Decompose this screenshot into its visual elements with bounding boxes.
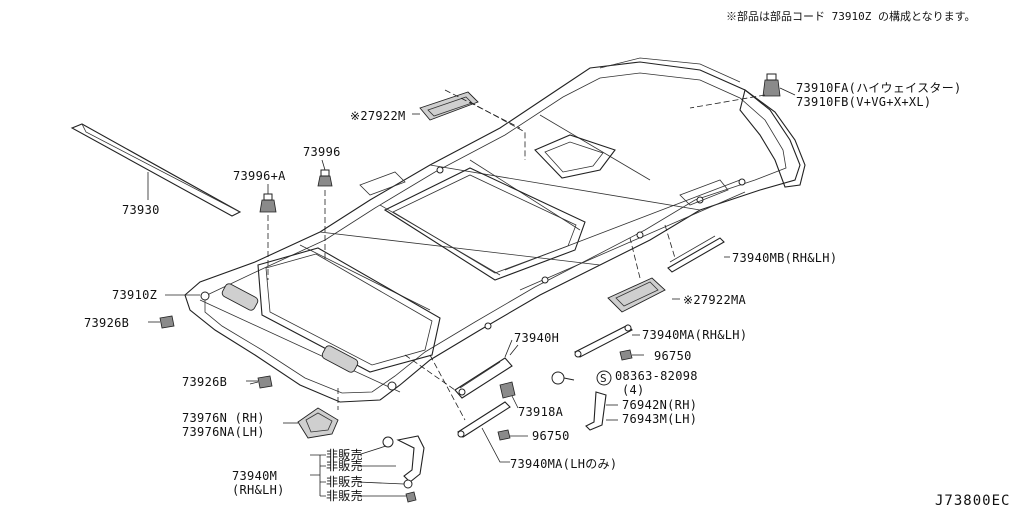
label-73926B-upper: 73926B [84,316,129,330]
label-73996: 73996 [303,145,341,159]
label-08363-qty: (4) [622,383,645,397]
label-not-sold-3: 非販売 [326,474,363,489]
part-27922M-lamp [412,89,526,160]
part-73918A-clip [499,381,519,409]
label-73918A: 73918A [518,405,564,419]
part-73940M-assembly [310,435,425,503]
svg-text:S: S [600,372,607,385]
label-73926B-lower: 73926B [182,375,227,389]
label-73940M-side: (RH&LH) [232,483,285,497]
part-73940H-bracket [404,339,513,421]
roof-headlining [184,57,806,403]
part-73940MA-handle [574,324,640,358]
part-27922MA-lamp [607,237,666,313]
label-08363: 08363-82098 [615,369,698,383]
label-73930: 73930 [122,203,160,217]
header-note: ※部品は部品コード 73910Z の構成となります。 [726,9,976,23]
label-73940H: 73940H [514,331,559,345]
label-73940M: 73940M [232,469,277,483]
part-73910FA-clip [689,73,796,109]
part-96750-clips [497,349,644,441]
label-73976NA: 73976NA(LH) [182,425,265,439]
part-76942N-bracket [585,391,618,431]
label-76943M: 76943M(LH) [622,412,697,426]
leader-lines [165,294,680,424]
label-73976N: 73976N (RH) [182,411,265,425]
label-73940MA: 73940MA(RH&LH) [642,328,747,342]
part-73930-strip [70,123,242,217]
part-73926B-clips [148,315,273,389]
label-76942N: 76942N(RH) [622,398,697,412]
label-not-sold-1: 非販売 [326,447,363,462]
label-73910Z: 73910Z [112,288,157,302]
label-27922M: ※27922M [350,109,406,123]
part-73940MA-LH-handle [457,401,511,463]
part-73940MB-handle [664,224,730,273]
diagram-code: J73800EC [935,493,1010,509]
part-73996-clips [259,159,333,280]
label-not-sold-4: 非販売 [326,488,363,503]
label-96750-lower: 96750 [532,429,570,443]
label-96750-upper: 96750 [654,349,692,363]
label-73940MB: 73940MB(RH&LH) [732,251,837,265]
label-73996A: 73996+A [233,169,286,183]
label-27922MA: ※27922MA [683,293,747,307]
label-73910FB: 73910FB(V+VG+X+XL) [796,95,931,109]
label-73940MA-LH: 73940MA(LHのみ) [510,457,617,471]
label-73910FA: 73910FA(ハイウェイスター) [796,81,962,95]
label-not-sold-2: 非販売 [326,458,363,473]
part-73976N-vanity [297,388,339,439]
part-08363-screw: S [551,370,612,386]
